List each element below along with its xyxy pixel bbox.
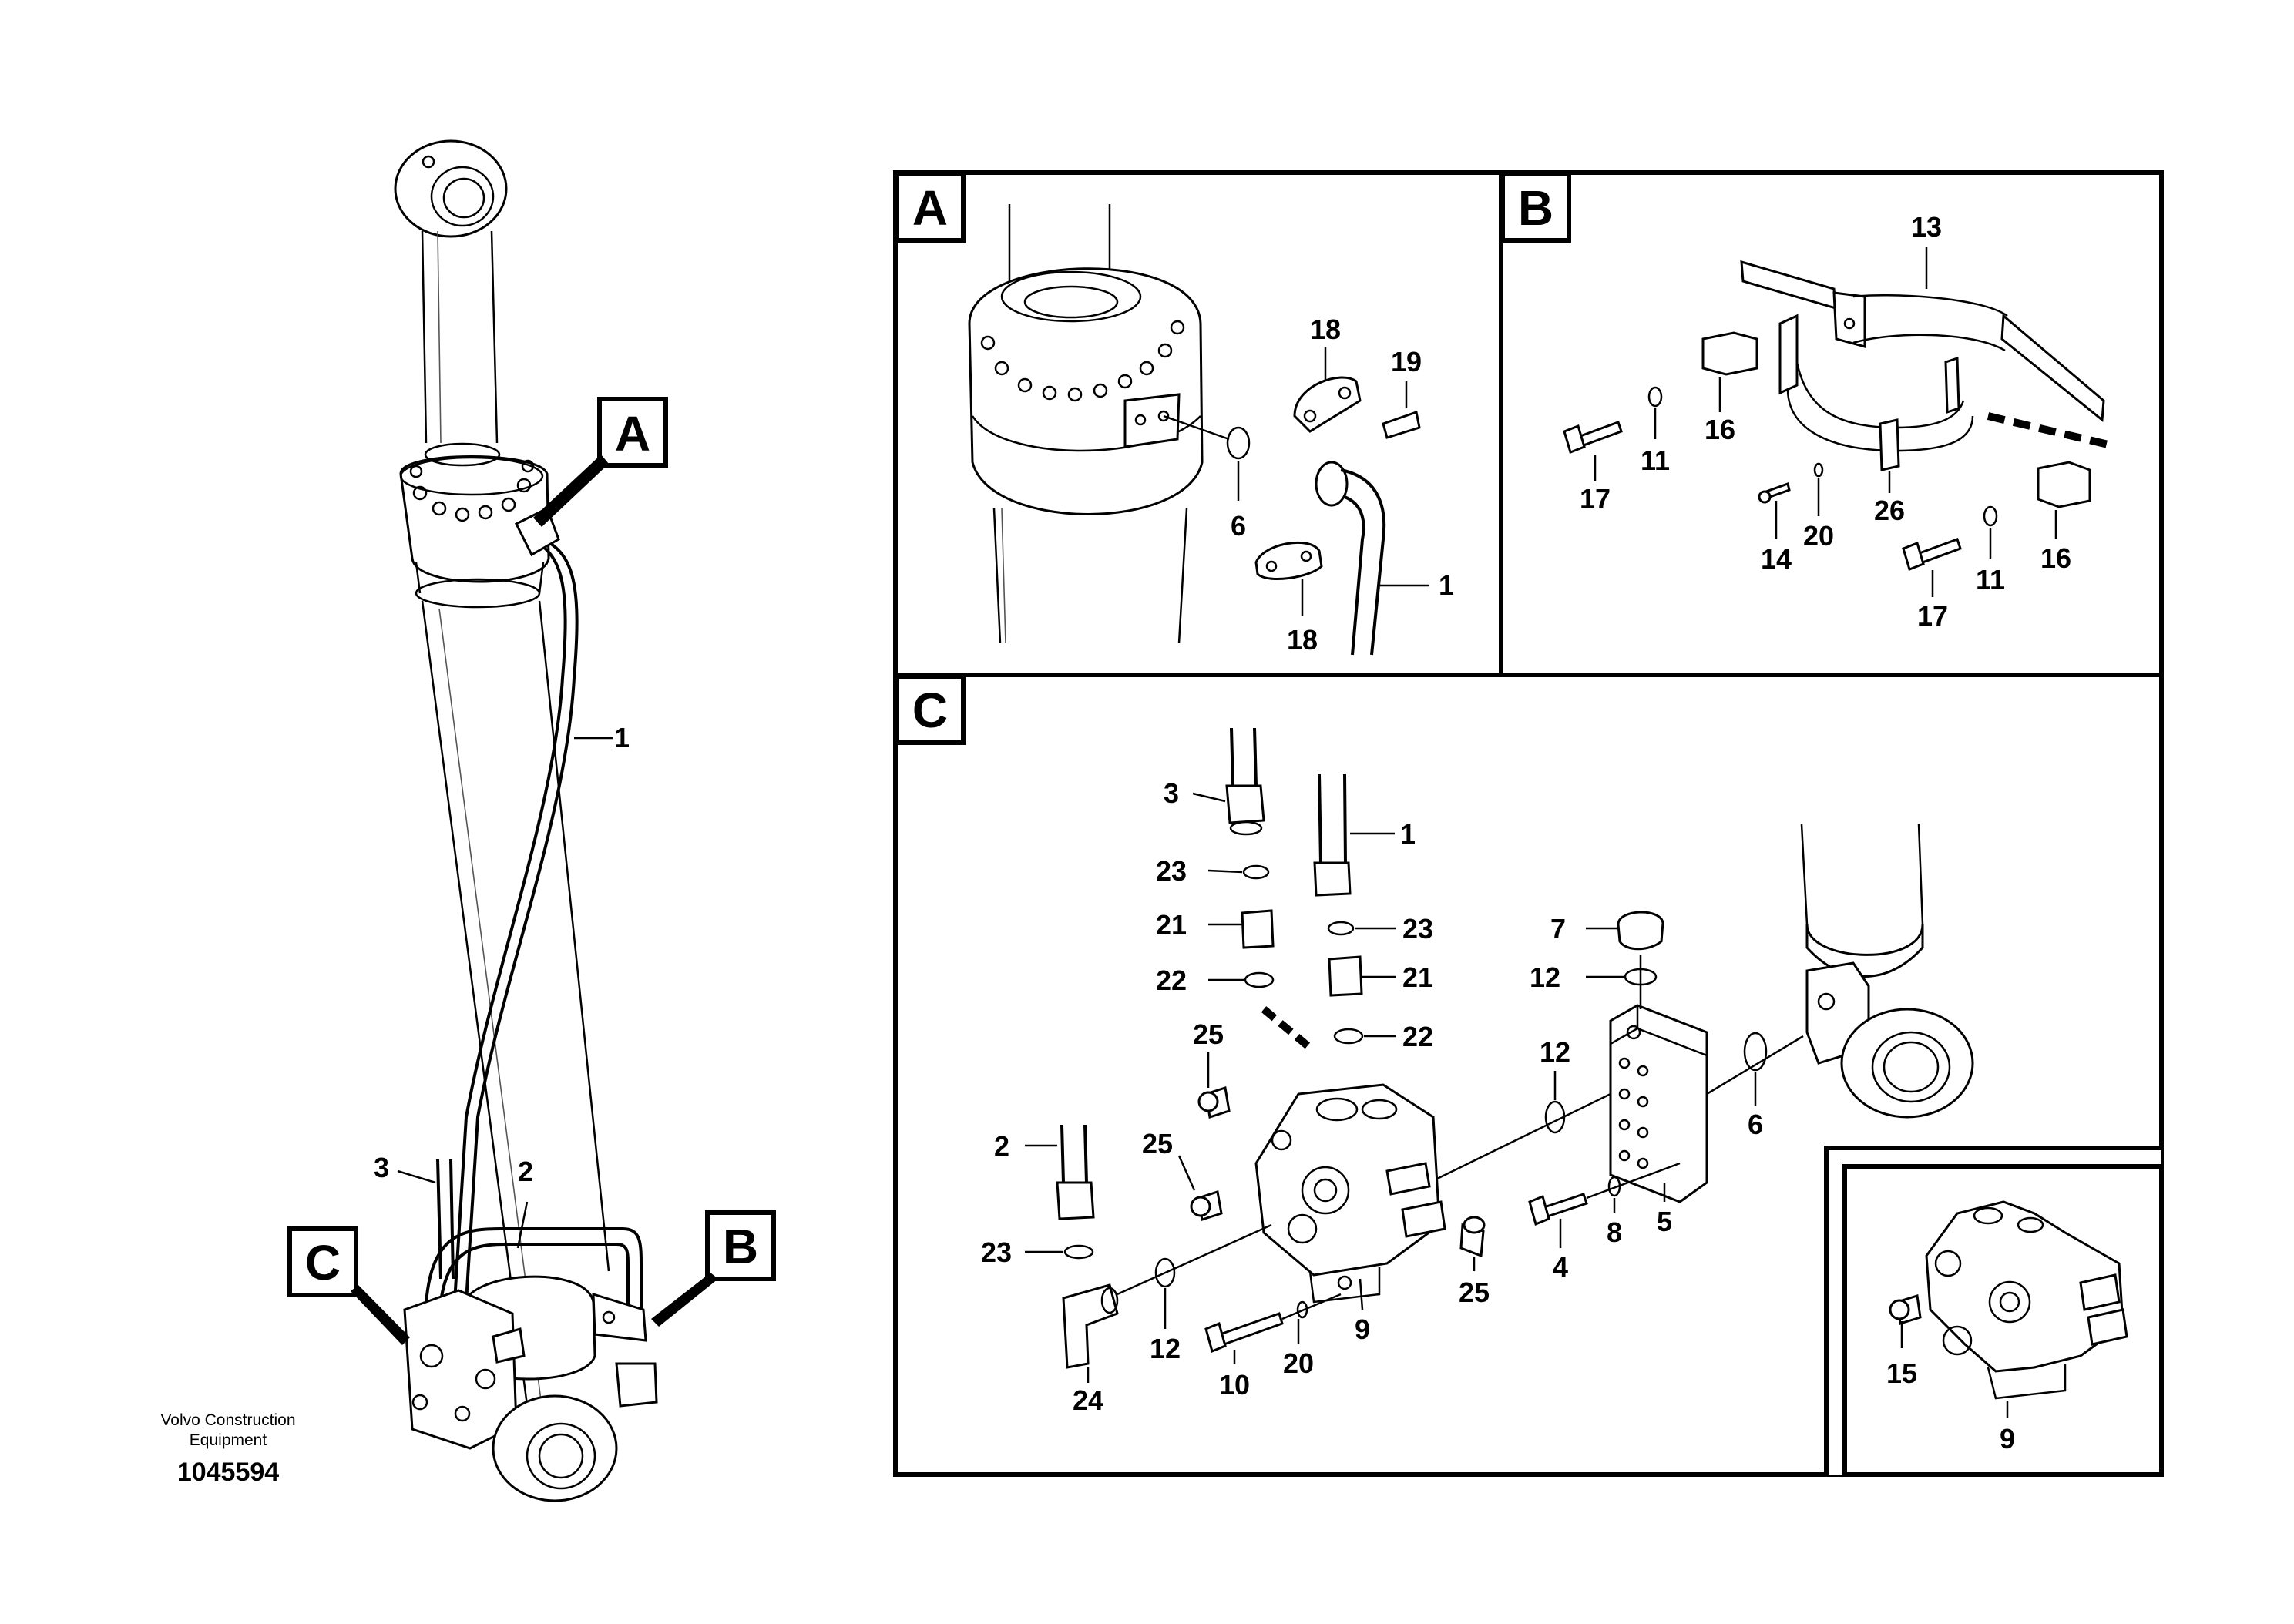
panel-b-label-17-bottom: 17 [1917,600,1948,632]
panel-c-label-10: 10 [1219,1369,1250,1401]
panel-c-label-12-mid: 12 [1540,1036,1570,1068]
panel-c-label-24: 24 [1073,1384,1103,1416]
panel-c-label-22-right: 22 [1402,1021,1433,1052]
panel-c-label-1: 1 [1400,818,1416,850]
panel-c-label-4: 4 [1553,1251,1568,1283]
panel-c-letter: C [912,683,948,738]
svg-text:A: A [615,406,650,461]
panel-a-label-18-top: 18 [1310,314,1341,345]
panel-c-label-12-bottom: 12 [1150,1333,1181,1364]
panel-c-label-25-top: 25 [1193,1018,1224,1050]
panel-c-label-6: 6 [1748,1109,1763,1140]
overview-label-2: 2 [518,1156,533,1187]
panel-c-label-23-right: 23 [1402,913,1433,945]
panel-b-letter: B [1518,180,1553,236]
overview-callout-a[interactable]: A [533,397,668,527]
panel-a-label-19: 19 [1391,346,1422,377]
manufacturer-line-2: Equipment [190,1431,267,1449]
overview-cylinder [394,139,658,1502]
panel-b-label-20: 20 [1803,520,1834,552]
panel-b-label-16-top: 16 [1705,414,1735,445]
panel-inset: 15 9 [1886,1200,2128,1455]
panel-c-label-25-bottom: 25 [1459,1277,1490,1308]
panel-a-label-6: 6 [1231,510,1246,542]
panel-c-label-7: 7 [1550,913,1566,945]
panel-b-label-26: 26 [1874,495,1905,526]
overview-callout-c[interactable]: C [287,1226,410,1345]
panel-b-label-11-bottom: 11 [1976,564,2005,596]
panel-c-label-20: 20 [1283,1347,1314,1379]
panel-c-label-9: 9 [1355,1314,1370,1345]
inset-label-9: 9 [2000,1423,2015,1455]
panel-b-label-17-top: 17 [1580,483,1611,515]
overview-callout-b[interactable]: B [651,1210,776,1327]
manufacturer-line-1: Volvo Construction [160,1411,295,1429]
panel-b-label-14: 14 [1761,543,1792,575]
overview-label-1: 1 [614,722,630,753]
panel-c-label-21-right: 21 [1402,961,1433,993]
panel-b-label-13: 13 [1911,211,1942,243]
panel-c-label-23-bottom: 23 [981,1236,1012,1268]
panel-c-label-22-left: 22 [1156,965,1187,996]
panel-c-label-3: 3 [1164,777,1179,809]
panel-b-label-11-top: 11 [1641,445,1670,476]
svg-text:B: B [723,1219,758,1274]
panel-c-label-23-left: 23 [1156,855,1187,887]
overview-label-3: 3 [374,1152,389,1183]
panel-a: A 18 19 6 1 [895,172,1454,656]
panel-b-label-16-bottom: 16 [2040,542,2071,574]
inset-label-15: 15 [1886,1357,1917,1389]
panel-c-label-8: 8 [1607,1216,1622,1248]
panel-a-label-18-bottom: 18 [1287,624,1318,656]
svg-text:C: C [305,1235,341,1290]
panel-c-label-12-top: 12 [1530,961,1560,993]
panel-a-letter: A [912,180,948,236]
panel-c-label-21-left: 21 [1156,909,1187,941]
panel-a-label-1: 1 [1439,569,1454,601]
panel-c-label-25-left: 25 [1142,1128,1173,1159]
overview-part-labels: 1 2 3 [374,722,630,1249]
document-number: 1045594 [177,1458,279,1487]
panel-c-label-2: 2 [994,1130,1009,1162]
panel-b: B 13 16 17 [1500,172,2113,632]
panel-c-label-5: 5 [1657,1206,1672,1237]
panel-c: C [895,674,1974,1416]
